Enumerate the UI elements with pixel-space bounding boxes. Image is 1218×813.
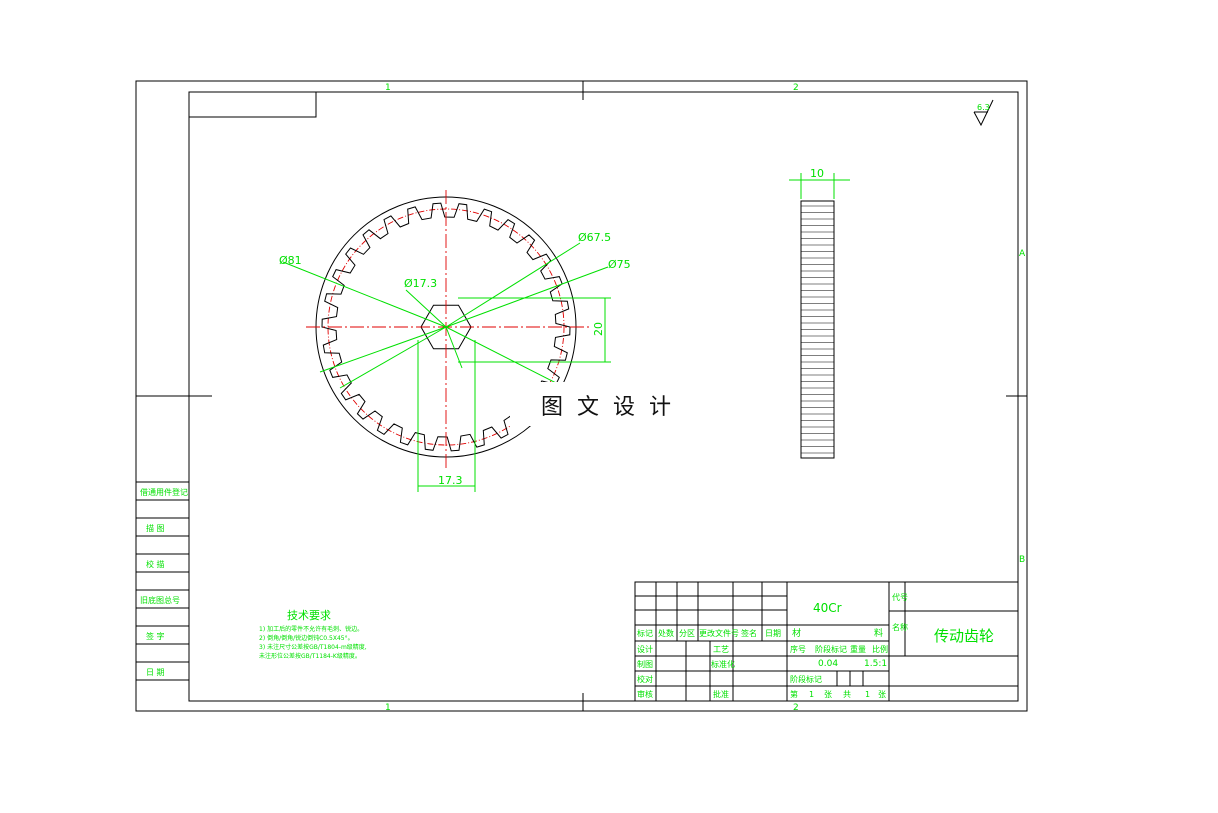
tb-weight-label: 重量: [850, 644, 866, 654]
zone-label-top-2: 2: [793, 83, 799, 93]
tb-sheet-3: 张: [824, 690, 832, 699]
gear-side-view: [800, 200, 835, 459]
top-left-code-box: [188, 91, 317, 118]
tech-requirements: 技术要求 1) 加工后的零件不允许有毛刺、锐边。 2) 倒角/倒角/锐边倒钝C0…: [259, 609, 367, 660]
tech-req-line-2: 2) 倒角/倒角/锐边倒钝C0.5X45°。: [259, 634, 354, 642]
strip-label-5: 签 字: [146, 631, 165, 641]
tb-row-check: 校对: [637, 674, 653, 684]
dim-pitch-diameter: Ø67.5: [578, 231, 611, 244]
tb-scale-label: 比例: [872, 644, 888, 654]
tb-name-label: 名称: [892, 622, 908, 632]
side-dimension: [789, 173, 850, 199]
left-strip: [136, 481, 189, 681]
tb-approval: 批准: [713, 689, 729, 699]
tb-row-design: 设计: [637, 644, 653, 654]
tech-req-line-3: 3) 未注尺寸公差按GB/T1804-m级精度,: [259, 643, 367, 651]
tech-req-title: 技术要求: [287, 609, 331, 622]
zone-label-bottom-2: 2: [793, 703, 799, 713]
strip-label-6: 日 期: [146, 668, 165, 677]
tb-material: 40Cr: [813, 601, 842, 615]
zone-label-a: A: [1019, 249, 1026, 259]
tb-scale: 1.5:1: [864, 659, 887, 669]
dim-width: 17.3: [438, 474, 463, 487]
dim-outer-diameter: Ø75: [608, 258, 631, 271]
tb-header-4: 更改文件号: [699, 628, 739, 638]
gear-teeth: [321, 202, 571, 452]
tb-part-name: 传动齿轮: [934, 627, 994, 645]
tb-sheet-1: 第: [790, 689, 798, 699]
tb-material-label-a: 材: [792, 627, 801, 639]
dim-root-diameter: Ø81: [279, 254, 302, 267]
tech-req-line-4: 未注形位公差按GB/T1184-K级精度。: [259, 652, 361, 660]
title-block: [634, 581, 1019, 702]
tb-num-label: 序号: [790, 644, 806, 654]
tb-stage-label: 阶段标记: [815, 644, 847, 654]
front-view-leaders: [282, 242, 611, 492]
tb-sheet-2: 1: [809, 690, 814, 699]
tb-sheet-5: 1: [865, 690, 870, 699]
strip-label-4: 旧底图总号: [140, 595, 180, 605]
tb-weight: 0.04: [818, 659, 838, 669]
dim-bore-diameter: Ø17.3: [404, 277, 437, 290]
dim-thickness: 10: [810, 167, 824, 180]
tb-sheet-6: 张: [878, 690, 886, 699]
tb-header-6: 日期: [765, 629, 781, 638]
tb-code-label: 代号: [892, 592, 908, 602]
tech-req-line-1: 1) 加工后的零件不允许有毛刺、锐边。: [259, 625, 363, 633]
watermark-text: 图文设计: [541, 395, 685, 420]
tooth-profile: [321, 202, 571, 452]
zone-label-b: B: [1019, 555, 1025, 565]
dim-height: 20: [592, 322, 605, 336]
tb-header-2: 处数: [658, 628, 674, 638]
tb-stage-mark: 阶段标记: [790, 674, 822, 684]
tb-header-5: 签名: [741, 628, 757, 638]
gear-front-view: [306, 190, 590, 470]
strip-label-1: 借通用件登记: [140, 487, 188, 497]
zone-label-bottom-1: 1: [385, 703, 391, 713]
svg-text:6.3: 6.3: [977, 103, 990, 112]
strip-label-3: 校 描: [146, 559, 165, 569]
tb-header-1: 标记: [637, 628, 653, 638]
tb-sheet-4: 共: [843, 690, 851, 699]
tb-row-review: 审核: [637, 689, 653, 699]
tb-material-label-b: 料: [874, 627, 883, 639]
zone-label-top-1: 1: [385, 83, 391, 93]
tb-process: 工艺: [713, 645, 729, 654]
surface-finish-symbol: 6.3: [973, 99, 994, 127]
tb-standardization: 标准化: [711, 659, 735, 669]
watermark-backdrop: [510, 382, 700, 426]
tb-header-3: 分区: [679, 629, 695, 638]
strip-label-2: 描 图: [146, 523, 165, 533]
tb-row-drawing: 制图: [637, 659, 653, 669]
